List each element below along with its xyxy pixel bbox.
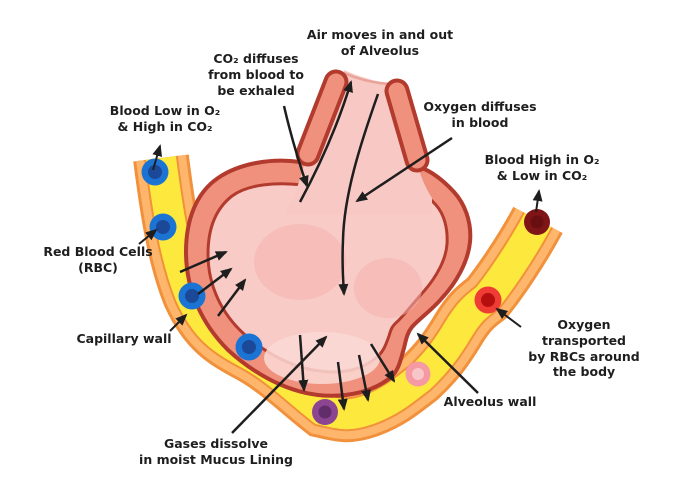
rbc-blue xyxy=(149,213,177,241)
alveolus-wall-pointer-arrow xyxy=(416,332,479,394)
oxygen-diffuses-arrow xyxy=(355,136,453,203)
label-capillary-wall: Capillary wall xyxy=(76,331,172,346)
rbc-blue xyxy=(178,282,206,310)
duct-right-wall xyxy=(388,82,426,169)
alveolus-interior-shade xyxy=(254,224,346,300)
rbc-purple xyxy=(312,399,338,425)
rbc-blue xyxy=(235,333,263,361)
oxygen-transported-pointer-arrow xyxy=(495,307,522,328)
co2-diffuses-arrow xyxy=(282,105,309,188)
diffusion-arrow-out xyxy=(336,361,348,411)
label-co2-diffuses: CO₂ diffuses from blood to be exhaled xyxy=(208,51,304,98)
diffusion-arrow-out xyxy=(357,354,371,402)
label-alveolus-wall: Alveolus wall xyxy=(443,394,537,409)
diffusion-arrow-in xyxy=(179,250,228,274)
rbc-pointer-arrow xyxy=(138,228,158,245)
air-out-arrow xyxy=(298,80,353,203)
air-in-arrow xyxy=(338,93,380,296)
blood-low-pointer-arrow xyxy=(152,144,162,171)
blood-high-pointer-arrow xyxy=(532,189,543,213)
capillary-wall-pointer-arrow xyxy=(169,313,188,332)
arrows xyxy=(138,80,543,434)
rbc-red xyxy=(474,286,502,314)
label-oxygen-diffuses: Oxygen diffuses in blood xyxy=(423,99,537,130)
label-blood-low: Blood Low in O₂ & High in CO₂ xyxy=(109,103,221,134)
rbc-blue xyxy=(141,158,169,186)
label-oxygen-transported: Oxygen transported by RBCs around the bo… xyxy=(528,317,640,380)
duct-left-wall xyxy=(299,73,345,163)
rbc-pink xyxy=(405,361,431,387)
label-blood-high: Blood High in O₂ & Low in CO₂ xyxy=(484,152,600,183)
diffusion-arrow-in xyxy=(217,278,247,317)
label-air-moves: Air moves in and out of Alveolus xyxy=(306,27,454,58)
diffusion-arrow-out xyxy=(369,343,396,383)
diffusion-arrow-in xyxy=(197,267,233,295)
label-red-blood-cells: Red Blood Cells (RBC) xyxy=(43,244,153,275)
gases-dissolve-pointer-arrow xyxy=(231,335,328,434)
rbc-dark-red xyxy=(524,209,550,235)
alveolus-interior-shade xyxy=(354,258,422,318)
label-gases-dissolve: Gases dissolve in moist Mucus Lining xyxy=(139,436,293,467)
red-blood-cells xyxy=(141,158,550,425)
